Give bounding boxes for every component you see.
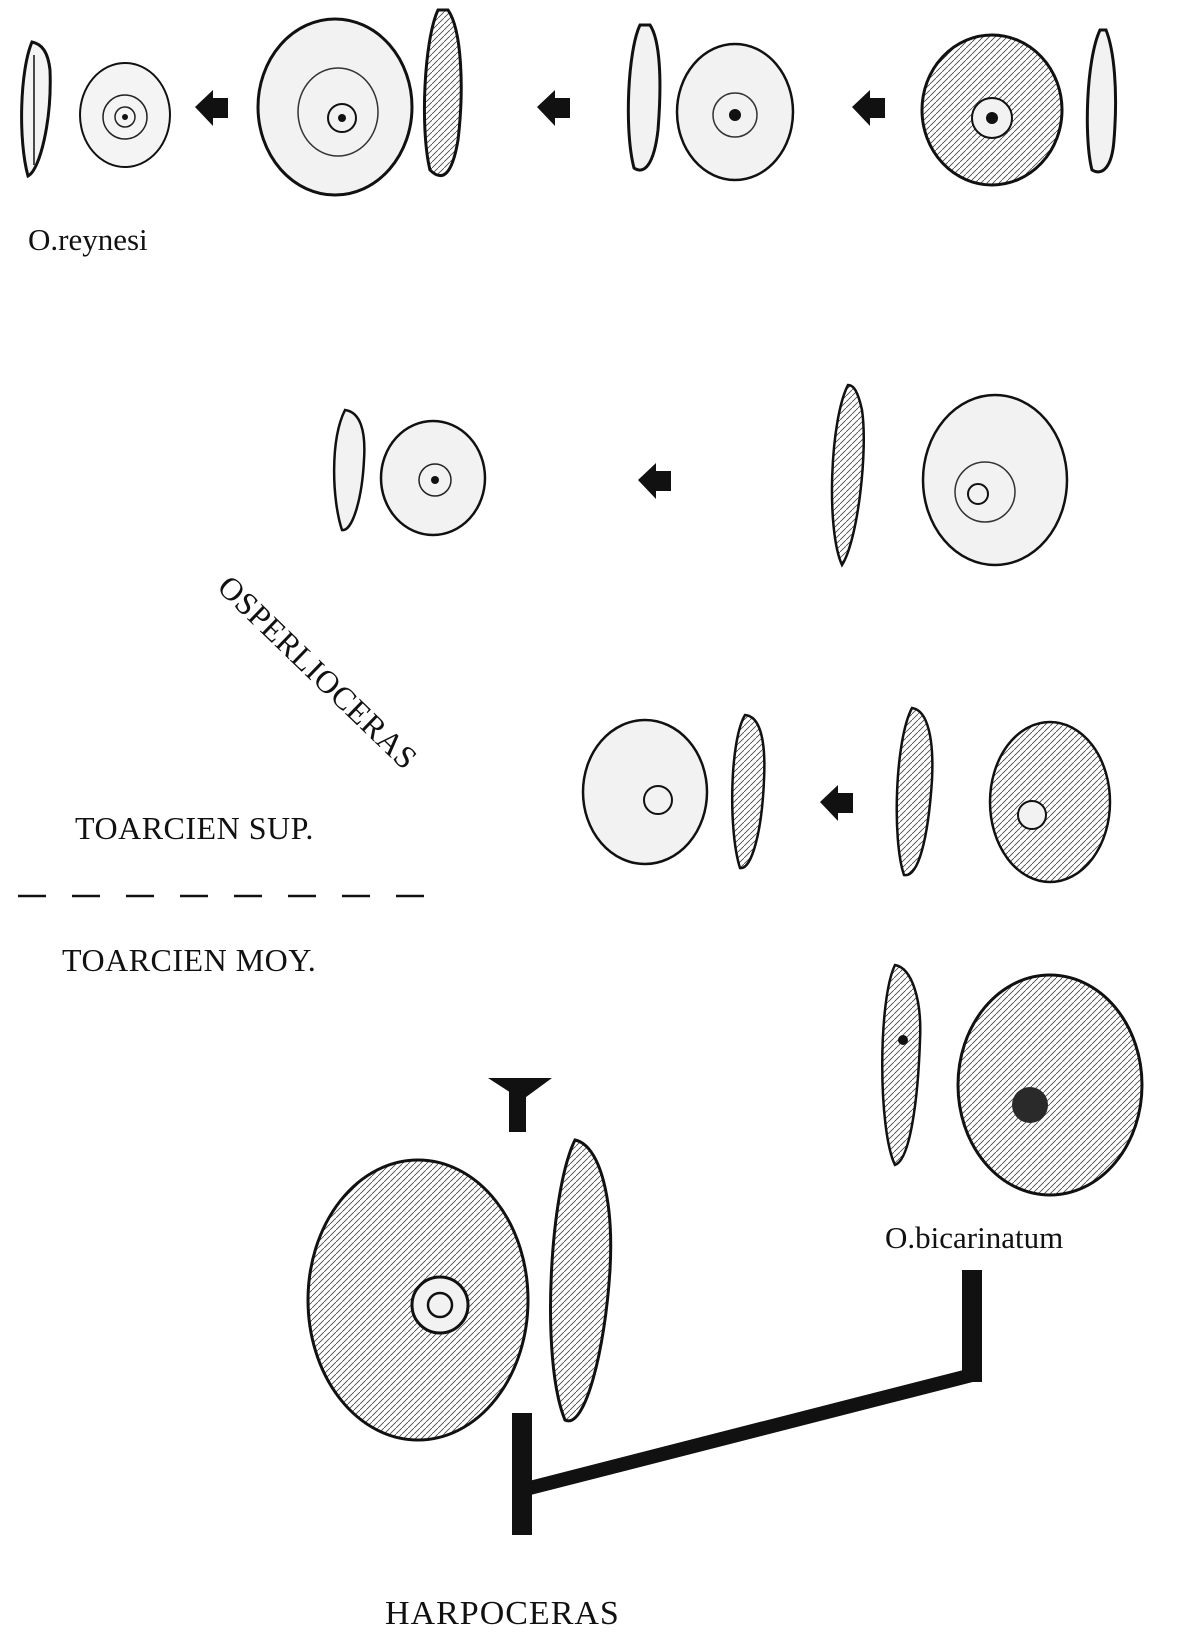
left-arrow-icon	[852, 90, 885, 126]
specimen-mid-keel-view	[628, 25, 660, 170]
specimen-origin-side-view	[922, 35, 1062, 185]
specimen-large-side-view	[258, 19, 412, 195]
specimen-reynesi-side-view	[80, 63, 170, 167]
left-arrow-icon	[820, 785, 853, 821]
specimen-upper-side-view	[381, 421, 485, 535]
specimen-upper-keel-view	[334, 410, 364, 530]
specimen-mid-side-view	[677, 44, 793, 180]
specimen-lower-keel-view	[732, 715, 764, 868]
genus-label-harpoceras: HARPOCERAS	[385, 1595, 620, 1633]
specimen-lower-side-view	[583, 720, 707, 864]
specimen-harpoceras-side-view	[308, 1160, 528, 1440]
stop-t-icon	[488, 1078, 552, 1132]
specimen-origin-keel-view	[1087, 30, 1115, 172]
species-label-bicarinatum: O.bicarinatum	[885, 1220, 1063, 1256]
specimen-harpoceras-keel-view	[551, 1140, 611, 1421]
left-arrow-icon	[195, 90, 228, 126]
specimen-upper-right-keel-view	[832, 385, 864, 565]
specimen-lower-right-keel-view	[897, 708, 933, 875]
specimen-lower-right-side-view	[990, 722, 1110, 882]
specimen-bicarinatum-side-view	[958, 975, 1142, 1195]
specimen-upper-right-side-view	[923, 395, 1067, 565]
species-label-reynesi: O.reynesi	[28, 222, 148, 258]
specimen-reynesi-keel-view	[22, 42, 51, 176]
left-arrow-icon	[638, 463, 671, 499]
stage-label-upper: TOARCIEN SUP.	[75, 810, 314, 847]
specimen-bicarinatum-keel-view	[882, 965, 920, 1165]
specimen-large-keel-view	[424, 10, 461, 176]
left-arrow-icon	[537, 90, 570, 126]
stage-label-middle: TOARCIEN MOY.	[62, 942, 316, 979]
